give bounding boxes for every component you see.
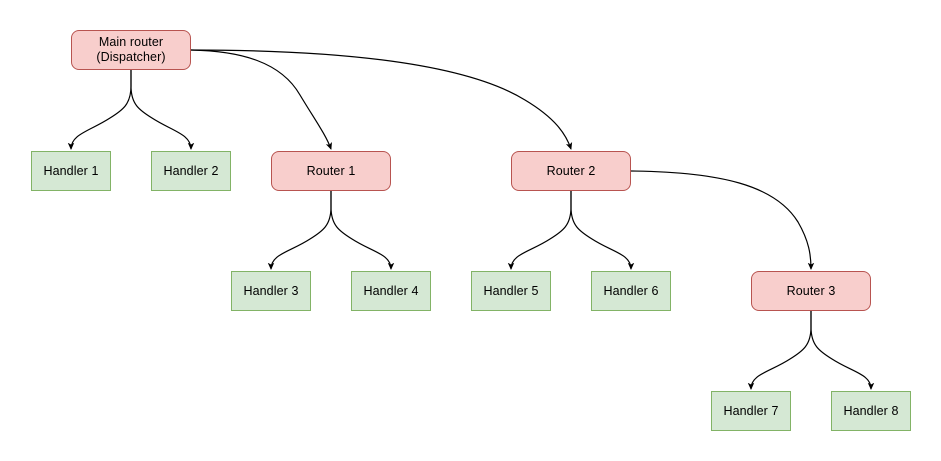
node-handler-8[interactable]: Handler 8 — [831, 391, 911, 431]
node-label: Main router (Dispatcher) — [96, 35, 166, 64]
edge-main-to-handler-2 — [130, 70, 195, 150]
edge-router-1-to-handler-4 — [330, 191, 395, 270]
node-handler-4[interactable]: Handler 4 — [351, 271, 431, 311]
node-label: Handler 1 — [43, 163, 99, 178]
edge-router-2-to-handler-6 — [570, 191, 635, 270]
node-label: Router 3 — [786, 283, 836, 298]
edge-main-to-router-1 — [190, 49, 332, 150]
node-label: Handler 2 — [163, 163, 219, 178]
node-label: Handler 8 — [843, 403, 899, 418]
node-label: Handler 4 — [363, 283, 419, 298]
edge-router-3-to-handler-8 — [810, 311, 875, 390]
node-handler-1[interactable]: Handler 1 — [31, 151, 111, 191]
node-label: Handler 5 — [483, 283, 539, 298]
node-label: Handler 3 — [243, 283, 299, 298]
node-router-3[interactable]: Router 3 — [751, 271, 871, 311]
node-label: Handler 7 — [723, 403, 779, 418]
node-handler-6[interactable]: Handler 6 — [591, 271, 671, 311]
edge-main-to-router-2 — [190, 49, 573, 150]
node-router-2[interactable]: Router 2 — [511, 151, 631, 191]
node-main-router[interactable]: Main router (Dispatcher) — [71, 30, 191, 70]
node-label: Router 2 — [546, 163, 596, 178]
node-handler-7[interactable]: Handler 7 — [711, 391, 791, 431]
edge-router-3-to-handler-7 — [747, 311, 812, 390]
edge-router-2-to-handler-5 — [507, 191, 572, 270]
edge-main-to-handler-1 — [67, 70, 132, 150]
node-handler-5[interactable]: Handler 5 — [471, 271, 551, 311]
node-handler-3[interactable]: Handler 3 — [231, 271, 311, 311]
edge-router-1-to-handler-3 — [267, 191, 332, 270]
node-router-1[interactable]: Router 1 — [271, 151, 391, 191]
node-handler-2[interactable]: Handler 2 — [151, 151, 231, 191]
node-label: Handler 6 — [603, 283, 659, 298]
node-label: Router 1 — [306, 163, 356, 178]
edge-router-2-to-router-3 — [630, 170, 815, 270]
